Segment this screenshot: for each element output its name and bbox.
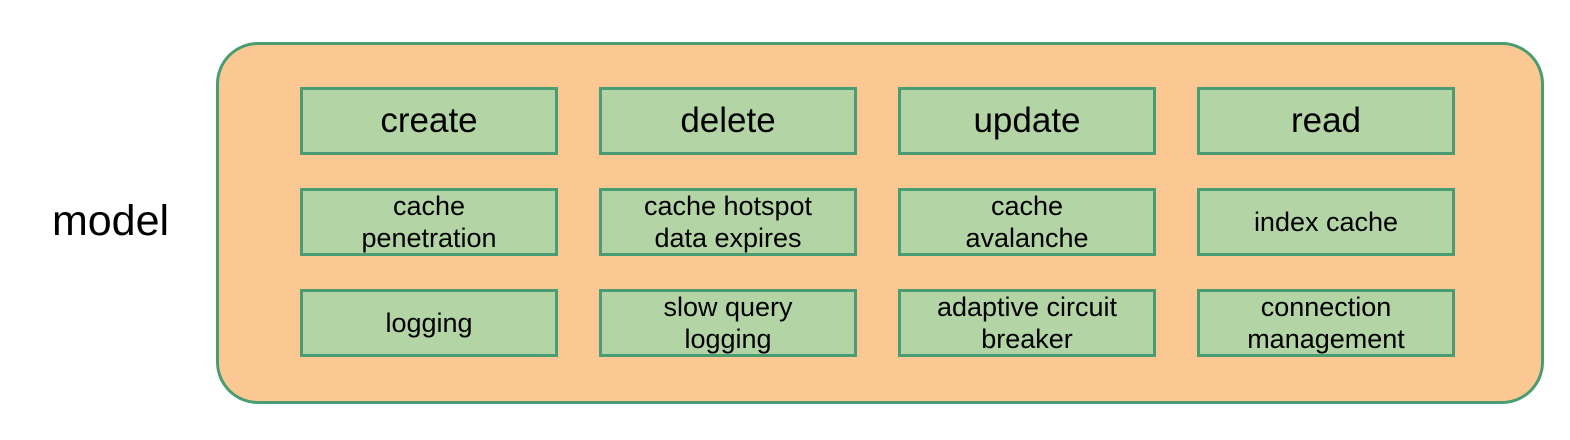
node-label: cache penetration <box>361 191 497 253</box>
node-slow-query-logging[interactable]: slow query logging <box>599 289 857 357</box>
node-cache-avalanche[interactable]: cache avalanche <box>898 188 1156 256</box>
node-label: create <box>380 101 478 140</box>
node-label: cache hotspot data expires <box>643 191 813 253</box>
node-create[interactable]: create <box>300 87 558 155</box>
node-label: update <box>973 101 1081 140</box>
node-label: connection management <box>1247 292 1405 354</box>
node-grid: create delete update read cache penetrat… <box>300 87 1460 360</box>
node-label: logging <box>385 308 473 338</box>
node-delete[interactable]: delete <box>599 87 857 155</box>
node-cache-penetration[interactable]: cache penetration <box>300 188 558 256</box>
node-label: slow query logging <box>663 292 793 354</box>
node-label: index cache <box>1253 207 1399 237</box>
node-cache-hotspot-data-expires[interactable]: cache hotspot data expires <box>599 188 857 256</box>
node-label: cache avalanche <box>965 191 1089 253</box>
node-label: adaptive circuit breaker <box>936 292 1118 354</box>
node-read[interactable]: read <box>1197 87 1455 155</box>
node-adaptive-circuit-breaker[interactable]: adaptive circuit breaker <box>898 289 1156 357</box>
node-update[interactable]: update <box>898 87 1156 155</box>
node-index-cache[interactable]: index cache <box>1197 188 1455 256</box>
node-label: read <box>1290 101 1362 140</box>
group-label-model: model <box>51 197 170 245</box>
node-label: delete <box>680 101 776 140</box>
node-connection-management[interactable]: connection management <box>1197 289 1455 357</box>
node-logging[interactable]: logging <box>300 289 558 357</box>
